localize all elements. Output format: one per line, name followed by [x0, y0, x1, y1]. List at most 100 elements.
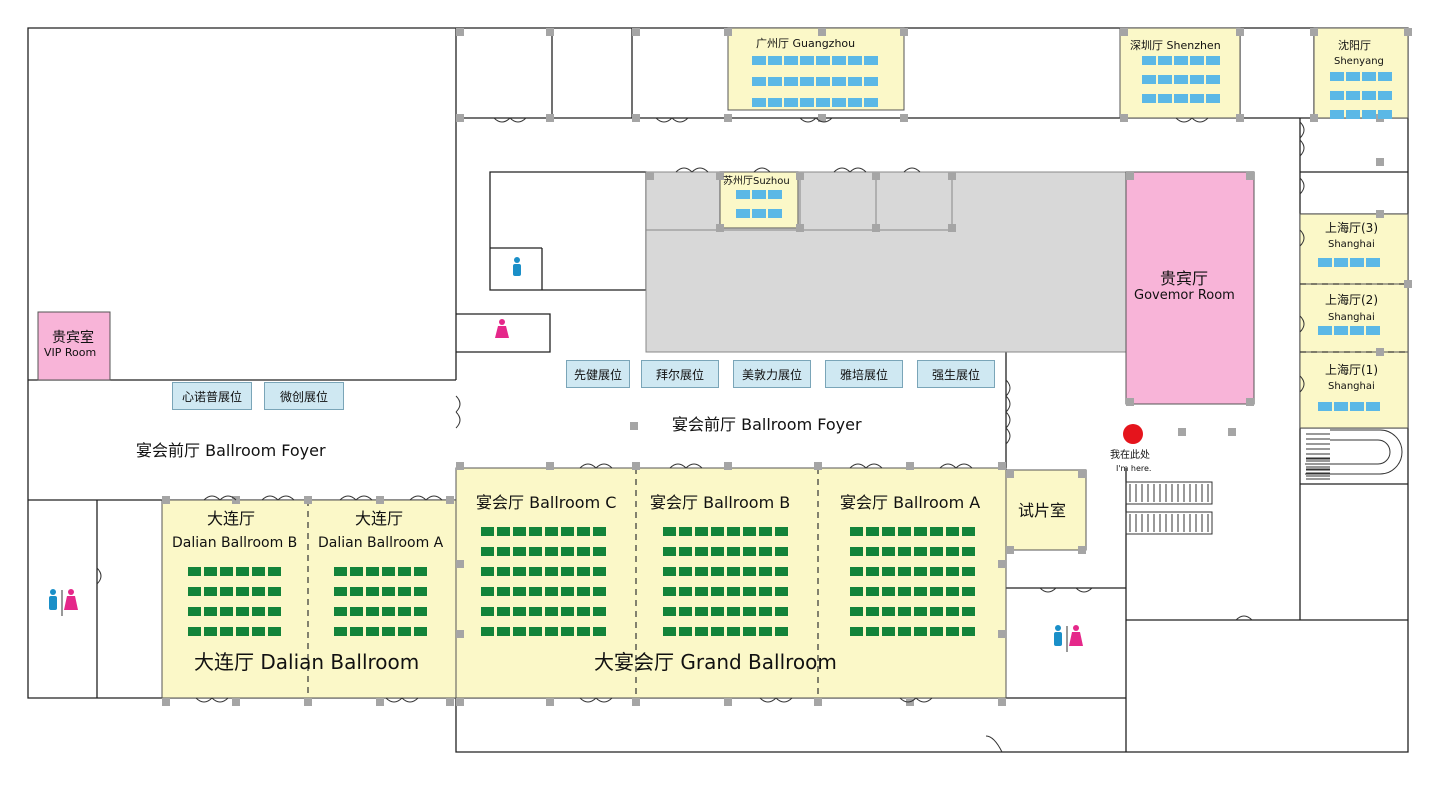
- booth-xianjian[interactable]: 先健展位: [566, 360, 630, 388]
- seat: [529, 627, 542, 636]
- pillar: [900, 28, 908, 36]
- seat: [1330, 91, 1344, 100]
- pillar: [646, 172, 654, 180]
- label-dalian-a-en[interactable]: Dalian Ballroom A: [318, 535, 444, 551]
- seat: [366, 607, 379, 616]
- seat: [882, 607, 895, 616]
- seat: [695, 547, 708, 556]
- label-shenzhen[interactable]: 深圳厅 Shenzhen: [1130, 39, 1221, 52]
- seat: [593, 547, 606, 556]
- seat: [398, 587, 411, 596]
- label-ballroom-b[interactable]: 宴会厅 Ballroom B: [650, 493, 791, 512]
- label-shenyang-en[interactable]: Shenyang: [1334, 56, 1384, 67]
- seat: [759, 567, 772, 576]
- label-dalian-b-en[interactable]: Dalian Ballroom B: [172, 535, 298, 551]
- booth-xinnuopu[interactable]: 心诺普展位: [172, 382, 252, 410]
- pillar: [546, 462, 554, 470]
- seat: [850, 627, 863, 636]
- pillar: [948, 172, 956, 180]
- pillar: [1246, 398, 1254, 406]
- seat: [663, 587, 676, 596]
- seat: [752, 77, 766, 86]
- seat: [252, 567, 265, 576]
- room-suzhou: [719, 171, 799, 229]
- seat: [236, 607, 249, 616]
- label-suzhou[interactable]: 苏州厅Suzhou: [723, 176, 790, 187]
- label-shenyang-cn[interactable]: 沈阳厅: [1338, 39, 1371, 52]
- pillar: [818, 114, 826, 122]
- seat: [743, 627, 756, 636]
- seat: [577, 627, 590, 636]
- seat: [593, 607, 606, 616]
- booth-medtronic[interactable]: 美敦力展位: [733, 360, 811, 388]
- booth-abbott[interactable]: 雅培展位: [825, 360, 903, 388]
- pillar: [446, 496, 454, 504]
- seat: [800, 77, 814, 86]
- seat: [593, 587, 606, 596]
- pillar: [304, 496, 312, 504]
- seat: [711, 607, 724, 616]
- seat: [882, 567, 895, 576]
- seat: [334, 587, 347, 596]
- label-dalian-b-cn[interactable]: 大连厅: [207, 509, 256, 528]
- seat: [382, 627, 395, 636]
- seat: [962, 587, 975, 596]
- pillar: [1376, 158, 1384, 166]
- label-shanghai-3-en: Shanghai: [1328, 239, 1375, 250]
- seat: [759, 627, 772, 636]
- seat: [850, 567, 863, 576]
- seat: [481, 587, 494, 596]
- label-grand-ballroom[interactable]: 大宴会厅 Grand Ballroom: [594, 650, 837, 674]
- seat: [784, 77, 798, 86]
- booth-bayer[interactable]: 拜尔展位: [641, 360, 719, 388]
- seat: [711, 527, 724, 536]
- seat: [898, 587, 911, 596]
- label-ballroom-a[interactable]: 宴会厅 Ballroom A: [840, 493, 981, 512]
- seat: [768, 209, 782, 218]
- label-governor-en[interactable]: Govemor Room: [1134, 288, 1235, 303]
- label-shanghai-1[interactable]: 上海厅(1): [1325, 363, 1378, 377]
- seat: [497, 627, 510, 636]
- seat: [593, 527, 606, 536]
- seat: [398, 627, 411, 636]
- seat: [414, 627, 427, 636]
- pillar: [1404, 28, 1412, 36]
- seat: [816, 98, 830, 107]
- label-preview-room[interactable]: 试片室: [1018, 501, 1067, 520]
- room-guangzhou: [727, 27, 905, 111]
- seat: [204, 627, 217, 636]
- seat: [850, 527, 863, 536]
- label-governor-cn[interactable]: 贵宾厅: [1160, 269, 1209, 288]
- pillar: [998, 560, 1006, 568]
- seat: [768, 77, 782, 86]
- seat: [188, 627, 201, 636]
- seat: [832, 77, 846, 86]
- pillar: [1404, 280, 1412, 288]
- escalator-icon: [1125, 481, 1213, 535]
- booth-microport[interactable]: 微创展位: [264, 382, 344, 410]
- label-vip-en[interactable]: VIP Room: [44, 346, 97, 359]
- seat: [930, 607, 943, 616]
- seat: [898, 527, 911, 536]
- seat: [1346, 72, 1360, 81]
- seat: [545, 627, 558, 636]
- seat: [946, 627, 959, 636]
- label-vip-cn[interactable]: 贵宾室: [52, 330, 94, 346]
- label-shanghai-3[interactable]: 上海厅(3): [1325, 221, 1378, 235]
- label-shanghai-2[interactable]: 上海厅(2): [1325, 293, 1378, 307]
- seat: [663, 627, 676, 636]
- seat: [663, 567, 676, 576]
- label-dalian-a-cn[interactable]: 大连厅: [355, 509, 404, 528]
- label-guangzhou[interactable]: 广州厅 Guangzhou: [756, 37, 856, 50]
- seat: [513, 547, 526, 556]
- seat: [1334, 402, 1348, 411]
- seat: [561, 567, 574, 576]
- label-dalian-ballroom[interactable]: 大连厅 Dalian Ballroom: [194, 650, 420, 674]
- seat: [1366, 402, 1380, 411]
- booth-jnj[interactable]: 强生展位: [917, 360, 995, 388]
- seat: [848, 98, 862, 107]
- seat: [663, 547, 676, 556]
- label-ballroom-c[interactable]: 宴会厅 Ballroom C: [476, 493, 617, 512]
- seat: [529, 607, 542, 616]
- pillar: [162, 496, 170, 504]
